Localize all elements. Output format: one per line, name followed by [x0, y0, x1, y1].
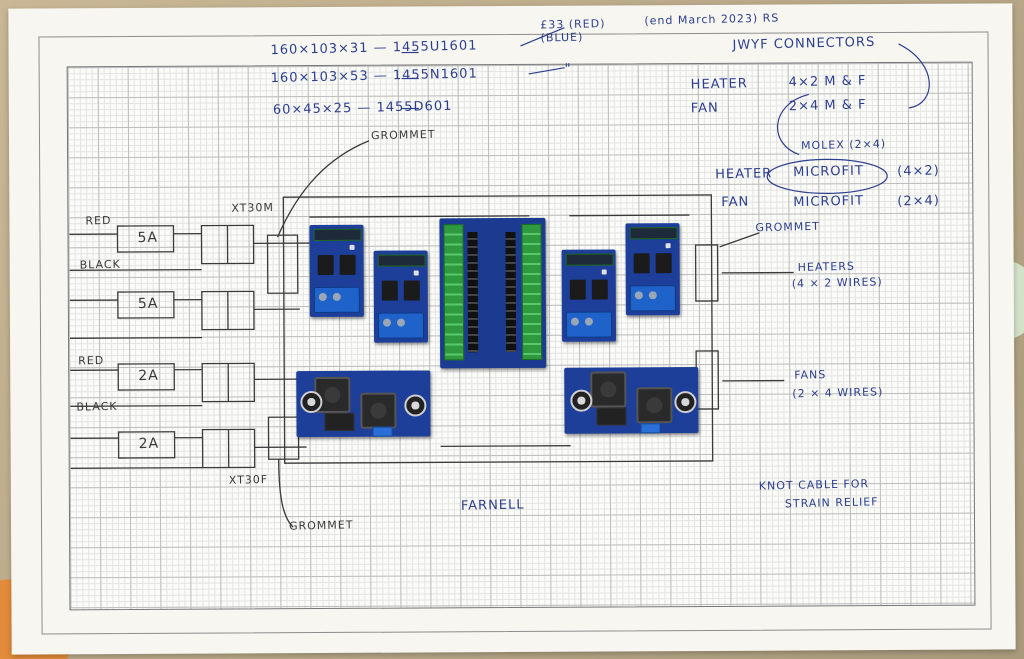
wire-red-2: RED	[78, 353, 105, 368]
grommet-label-right: GROMMET	[755, 219, 821, 235]
grommet-label-top: GROMMET	[370, 127, 436, 143]
heater-label: HEATER	[690, 76, 748, 93]
enclosure-outline	[282, 194, 714, 464]
fuse-label-4: 2A	[138, 435, 160, 453]
fuse-box-2	[117, 291, 175, 319]
fuse-box-3	[117, 363, 175, 391]
wire-red-1: RED	[85, 213, 112, 228]
fuse-label-2: 5A	[137, 295, 159, 313]
leader-grommet-bottom	[278, 459, 294, 528]
xt30m-label: XT30M	[231, 200, 275, 215]
grommet-left-bottom	[267, 416, 300, 460]
heaters-note-2: (4 × 2 WIRES)	[791, 275, 883, 291]
fan-label: FAN	[690, 100, 719, 117]
graph-paper-sheet: 160×103×31 — 1455U1601 160×103×53 — 1455…	[8, 3, 1016, 655]
fuse-box-1	[116, 225, 175, 253]
fan-spec: 2×4 M & F	[788, 97, 867, 115]
knot-note-2: STRAIN RELIEF	[784, 495, 879, 511]
grommet-label-bottom: GROMMET	[288, 518, 354, 533]
fuse-box-4	[117, 431, 176, 459]
price-note: £33 (RED) (BLUE)	[540, 17, 606, 45]
microfit-circle	[766, 158, 888, 194]
buck-converter-right	[564, 367, 699, 434]
leader-grommet-top	[276, 140, 370, 238]
microfit-fan-label: FAN	[721, 194, 750, 211]
xt30f-label: XT30F	[228, 472, 269, 487]
heaters-note-1: HEATERS	[797, 259, 856, 275]
fuse-label-1: 5A	[137, 229, 159, 247]
microfit-fan-spec: (2×4)	[897, 193, 941, 210]
wire-black-1: BLACK	[79, 257, 121, 272]
knot-note-1: KNOT CABLE FOR	[758, 477, 870, 493]
wiring-sketch	[69, 27, 930, 528]
supplier-note: FARNELL	[460, 497, 525, 514]
mosfet-module-4	[625, 223, 680, 316]
leader-grommet-right	[719, 232, 760, 248]
microfit-heater-spec: (4×2)	[897, 163, 940, 180]
grommet-right-bottom	[695, 350, 720, 410]
fuse-label-3: 2A	[138, 367, 159, 385]
wire-black-2: BLACK	[76, 399, 118, 414]
fans-note-2: (2 × 4 WIRES)	[792, 385, 884, 401]
mosfet-module-1	[309, 224, 364, 318]
mosfet-module-3	[561, 249, 617, 342]
grommet-right-top	[694, 244, 719, 302]
mosfet-module-2	[373, 250, 429, 343]
microfit-fan: MICROFIT	[793, 193, 865, 211]
nano-terminal-adapter	[439, 217, 547, 369]
ditto-mark: "	[564, 61, 572, 77]
molex-note: MOLEX (2×4)	[800, 137, 887, 153]
grommet-left-top	[266, 234, 299, 294]
buck-converter-left	[296, 370, 431, 438]
microfit-heater-label: HEATER	[715, 166, 773, 183]
microfit-heater: MICROFIT	[793, 163, 864, 181]
heater-spec: 4×2 M & F	[788, 73, 867, 91]
fans-note-1: FANS	[794, 368, 827, 382]
